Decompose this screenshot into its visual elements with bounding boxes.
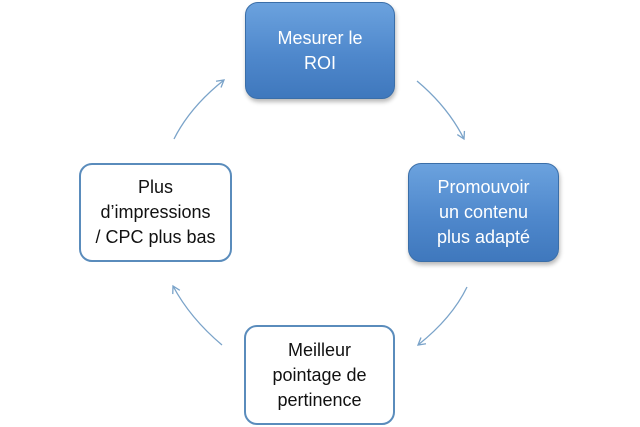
node-measure-roi-label: Mesurer le ROI — [277, 27, 363, 73]
node-measure-roi: Mesurer le ROI — [245, 2, 395, 99]
arrow-top-to-right — [416, 80, 466, 141]
node-promote-content-label: Promouvoir un contenu plus adapté — [436, 177, 531, 247]
arrow-right-to-bottom — [416, 286, 468, 346]
arrow-bottom-to-left — [172, 284, 223, 346]
arrow-left-to-top — [173, 79, 226, 140]
node-relevance-score-label: Meilleur pointage de pertinence — [272, 339, 367, 410]
node-promote-content: Promouvoir un contenu plus adapté — [408, 163, 559, 262]
node-impressions-cpc: Plus d’impressions / CPC plus bas — [79, 163, 232, 262]
node-relevance-score: Meilleur pointage de pertinence — [244, 325, 395, 425]
node-impressions-cpc-label: Plus d’impressions / CPC plus bas — [95, 177, 216, 247]
